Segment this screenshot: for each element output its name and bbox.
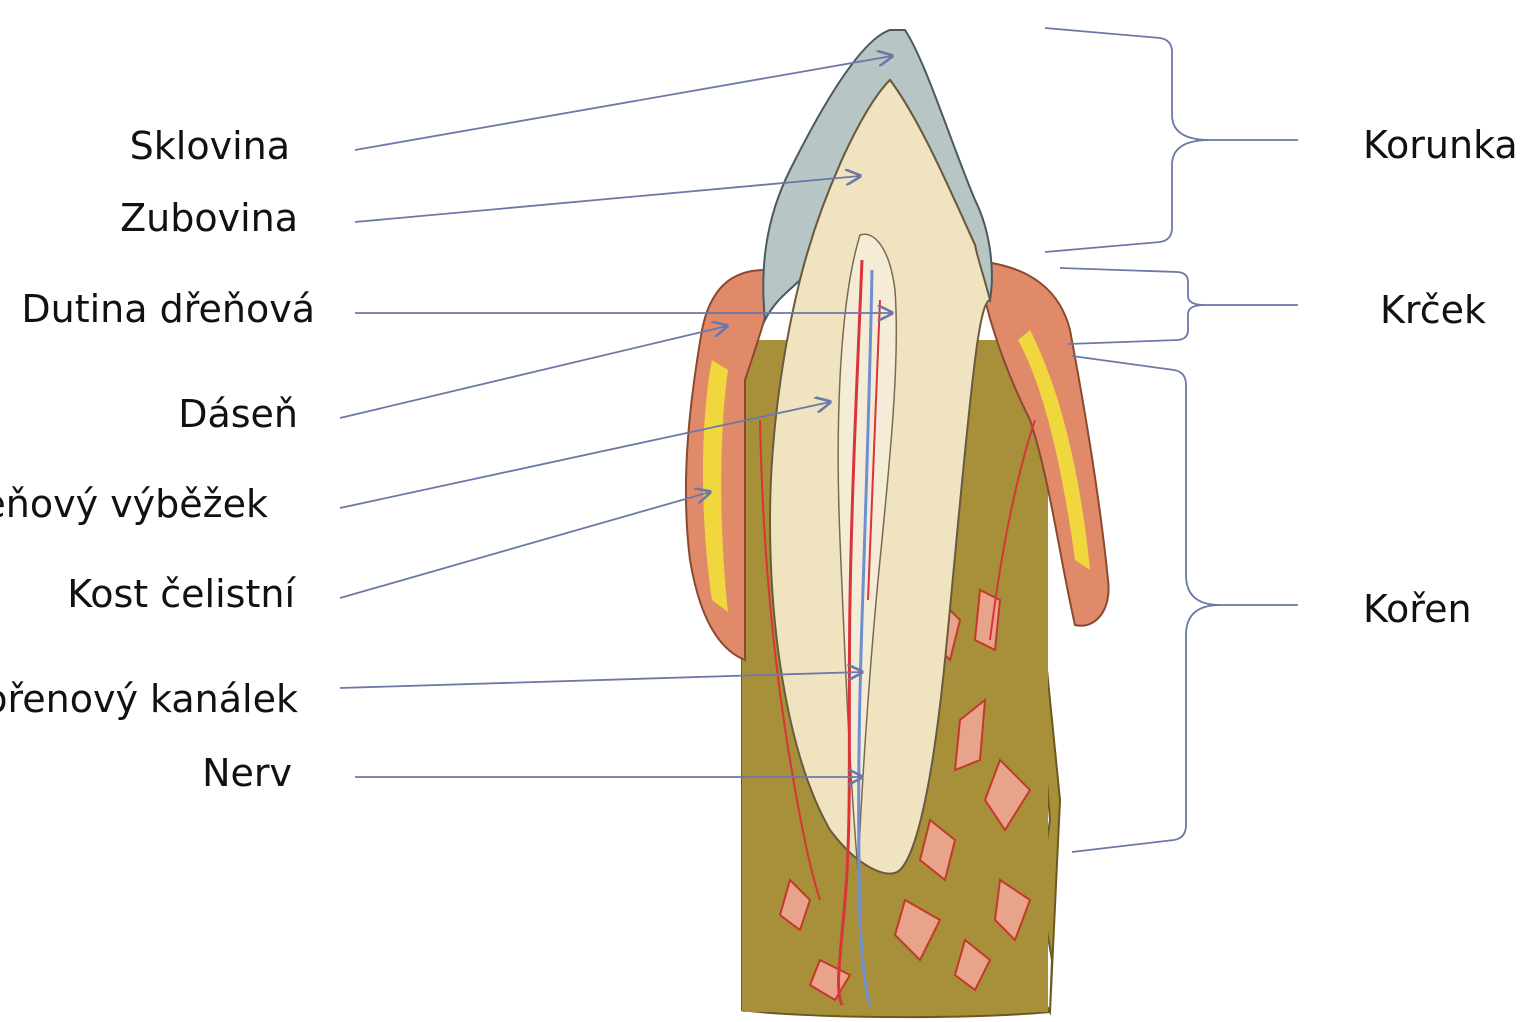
brace-krcek xyxy=(1060,268,1298,344)
label-dutina-drenova: Dutina dřeňová xyxy=(21,290,315,328)
leader-kost xyxy=(340,492,710,598)
label-koren: Kořen xyxy=(1363,590,1472,628)
label-zubovina: Zubovina xyxy=(120,199,298,237)
label-dasen: Dáseň xyxy=(178,395,298,433)
leader-dasen xyxy=(340,326,727,418)
label-korunka: Korunka xyxy=(1363,126,1518,164)
label-korenovy-kanalek: kořenový kanálek xyxy=(0,680,298,718)
label-sklovina: Sklovina xyxy=(130,127,290,165)
brace-korunka xyxy=(1045,28,1298,252)
label-krcek: Krček xyxy=(1380,291,1486,329)
label-drenovy-vybezek: dřeňový výběžek xyxy=(0,485,268,523)
label-nerv: Nerv xyxy=(202,754,292,792)
label-kost-celistni: Kost čelistní xyxy=(67,575,295,613)
